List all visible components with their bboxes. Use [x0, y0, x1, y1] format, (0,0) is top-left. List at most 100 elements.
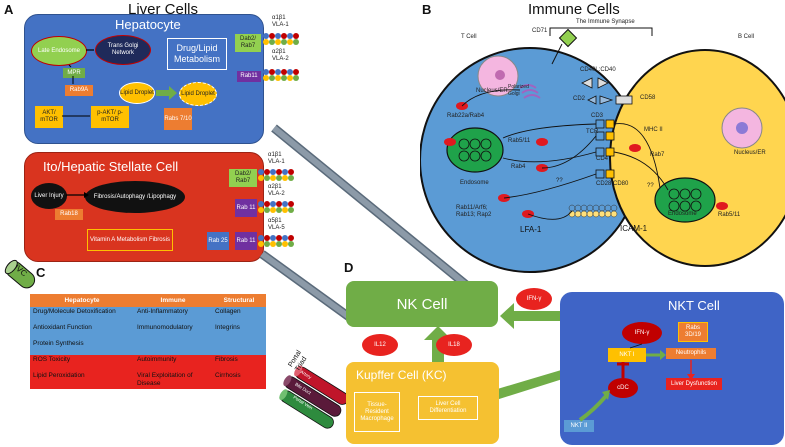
endosome-t-label: Endosome	[460, 180, 489, 186]
integrin-hep-1: α1β1 VLA-1	[272, 15, 289, 28]
table-cell: Integrins	[215, 324, 240, 331]
table-cell: ROS Toxicity	[33, 356, 71, 363]
rab11-box: Rab11	[237, 71, 261, 82]
lipid-flow-arrow	[156, 86, 177, 100]
nkt-to-nk-arrow	[500, 303, 566, 329]
ito-title: Ito/Hepatic Stellate Cell	[43, 159, 179, 174]
table-header-row: Hepatocyte Immune Structural	[30, 294, 266, 307]
table-cell: Drug/Molecule Detoxification	[33, 308, 116, 315]
rab22-label: Rab22a/Rab4	[447, 113, 485, 119]
il12-cytokine: IL12	[362, 334, 398, 356]
hepatocyte-arrows	[62, 49, 177, 117]
b-cell-label: B Cell	[738, 34, 755, 40]
nkt-i-box: NKT I	[608, 348, 646, 362]
vitamin-a-box: Vitamin A Metabolism Fibrosis	[87, 229, 173, 251]
nk-cell: NK Cell	[346, 281, 498, 327]
cd3-label: CD3	[591, 113, 604, 119]
cd71-receptor	[558, 28, 578, 48]
bead-chain-1	[263, 33, 299, 45]
icam1-label: ICAM-1	[620, 224, 648, 233]
panel-b-label: B	[422, 2, 432, 17]
integrin-ito-1: α1β1 VLA-1	[268, 152, 285, 165]
cd40-label: CD40L:CD40	[580, 67, 616, 73]
endosome-b-label: Endosome	[668, 211, 697, 217]
immune-synapse-label: The Immune Synapse	[576, 19, 635, 25]
kupffer-cell: Kupffer Cell (KC) Tissue- Resident Macro…	[346, 362, 499, 444]
akt-mtor-box: AKT/ mTOR	[35, 106, 63, 128]
tissue-resident-box: Tissue- Resident Macrophage	[354, 392, 400, 432]
lipid-droplet-1: Lipid Droplet	[119, 82, 155, 104]
immune-cells-title: Immune Cells	[528, 1, 620, 18]
table-cell: Anti-Inflammatory	[137, 308, 188, 315]
liver-injury: Liver Injury	[31, 183, 67, 209]
portal-triad	[279, 365, 349, 429]
rab18-box: Rab18	[55, 209, 83, 220]
ito-rab11a-box: Rab 11	[235, 199, 257, 217]
table-row: Lipid Peroxidation Viral Exploitation of …	[30, 371, 266, 389]
polarized-golgi	[519, 84, 541, 99]
nkt-ii-box: NKT II	[564, 420, 594, 432]
rabs-3d-19-box: Rabs 3D/19	[678, 322, 708, 342]
liver-function-table: Hepatocyte Immune Structural Drug/Molecu…	[30, 294, 266, 389]
rab511-b-label: Rab5/11	[718, 212, 741, 218]
table-cell: Protein Synthesis	[33, 340, 84, 347]
nk-cell-title: NK Cell	[396, 295, 448, 313]
rab11-arf6-label: Rab11/Arf6; Rab13; Rap2	[456, 205, 492, 218]
mhc-label: MHC II	[644, 127, 663, 133]
rab7-label: Rab7	[650, 152, 665, 158]
table-cell: Collagen	[215, 308, 241, 315]
ito-stellate-cell: Ito/Hepatic Stellate Cell Liver Injury F…	[24, 152, 264, 262]
integrin-ito-3: α5β1 VLA-5	[268, 218, 285, 231]
bead-chain-2	[263, 69, 299, 81]
lipid-droplet-2: Lipid Droplet	[179, 82, 217, 106]
cd58-label: CD58	[640, 95, 656, 101]
lfa1-label: LFA-1	[520, 225, 542, 234]
ito-rab25-box: Rab 25	[207, 232, 229, 250]
table-cell: Immunomodulatory	[137, 324, 193, 331]
table-cell: Lipid Peroxidation	[33, 372, 85, 379]
table-header: Hepatocyte	[64, 297, 100, 304]
rab4-label: Rab4	[511, 164, 526, 170]
ito-rab11b-box: Rab 11	[235, 232, 257, 250]
ito-arrows	[66, 192, 89, 198]
late-endosome: Late Endosome	[31, 36, 87, 66]
trafficking-paths	[461, 89, 669, 220]
table-cell: Cirrhosis	[215, 372, 241, 379]
trans-golgi-network: Trans Golgi Network	[95, 35, 151, 65]
drug-lipid-metabolism-box: Drug/Lipid Metabolism	[167, 38, 227, 70]
t-endosome	[446, 127, 504, 173]
nk-ifn-gamma: IFN-γ	[516, 288, 552, 310]
p-akt-box: p-AKT/ p-mTOR	[91, 106, 129, 128]
liver-cells-title: Liver Cells	[128, 1, 199, 18]
cd4-label: CD4	[596, 156, 609, 162]
rab511-t-label: Rab5/11	[508, 138, 531, 144]
table-cell: Viral Exploitation of Disease	[137, 372, 193, 387]
hepatocyte-cell: Hepatocyte Late Endosome Trans Golgi Net…	[24, 14, 264, 144]
nkt-arrows	[578, 343, 695, 422]
lfa-icam-beads	[568, 204, 618, 218]
golgi-label: Polarized Golgi	[508, 84, 529, 97]
tcr-label: TCR	[586, 129, 599, 135]
integrin-ito-2: α2β1 VLA-2	[268, 184, 285, 197]
dab2-rab7-box: Dab2/ Rab7	[235, 34, 261, 52]
panel-d-label: D	[344, 260, 354, 275]
cd28-label: CD28:CD80	[596, 181, 629, 187]
immune-synapse-diagram	[420, 27, 785, 273]
table-header: Structural	[223, 297, 255, 304]
panel-a-label: A	[4, 2, 14, 17]
liver-dysfunction-box: Liver Dysfunction	[666, 378, 722, 390]
table-header: Immune	[160, 297, 186, 304]
nkt-ifn-gamma: IFN-γ	[622, 322, 662, 344]
fibrosis-autophagy: Fibrosis/Autophagy /Lipophagy	[85, 181, 185, 213]
neutrophils-box: Neutrophils	[666, 348, 716, 359]
kupffer-title: Kupffer Cell (KC)	[356, 368, 447, 382]
nkt-cell: NKT Cell IFN-γ NKT I Rabs 3D/19 Neutroph…	[560, 292, 784, 445]
table-cell: Fibrosis	[215, 356, 238, 363]
mpr-box: MPR	[63, 68, 85, 78]
b-nucleus-label: Nucleus/ER	[734, 150, 766, 156]
nkt-title: NKT Cell	[668, 298, 720, 313]
il18-cytokine: IL18	[436, 334, 472, 356]
